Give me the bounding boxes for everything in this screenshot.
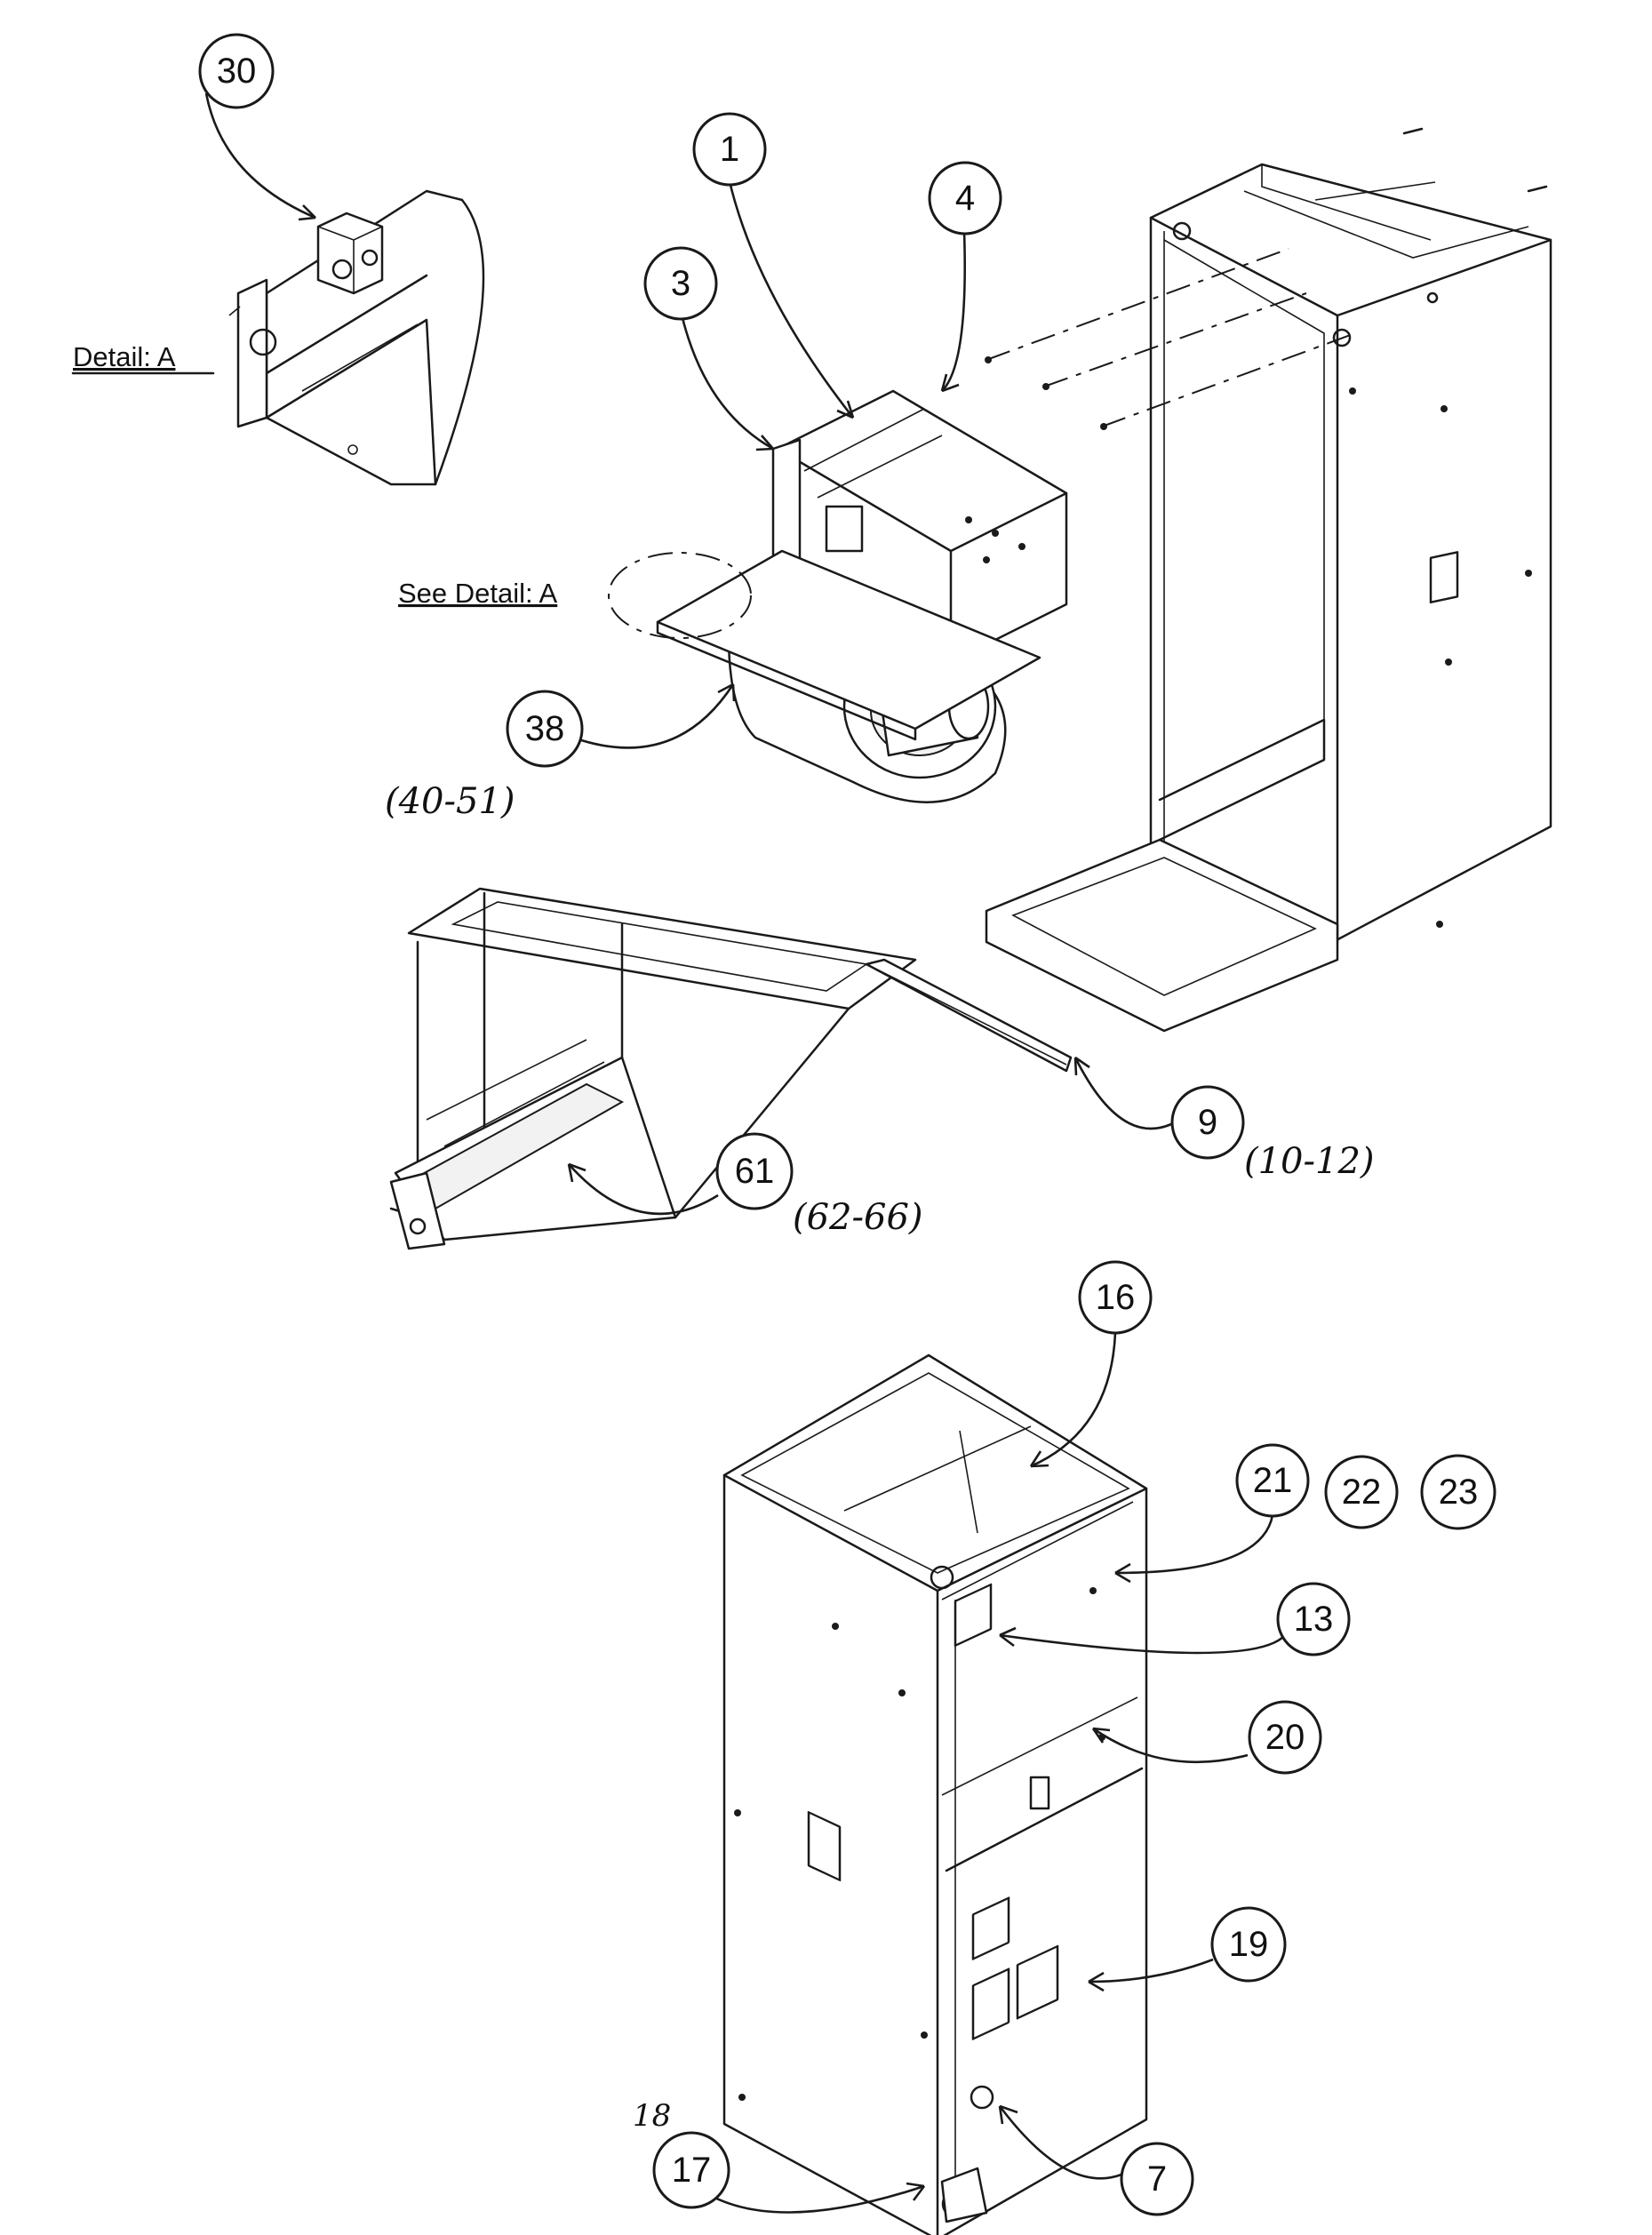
svg-text:23: 23 <box>1439 1473 1479 1512</box>
svg-text:7: 7 <box>1147 2159 1167 2199</box>
callout-21: 21 <box>1235 1443 1310 1518</box>
screw-lines <box>985 127 1548 430</box>
svg-text:4: 4 <box>955 179 975 218</box>
svg-text:20: 20 <box>1265 1718 1305 1757</box>
callout-30: 30 <box>198 33 275 109</box>
callout-1: 1 <box>692 112 767 187</box>
detail-a-label: Detail: A <box>73 341 176 372</box>
svg-text:30: 30 <box>217 52 257 91</box>
coil-assembly <box>389 887 917 1250</box>
callout-38: 38 <box>506 690 584 768</box>
range-label-61: (62-66) <box>793 1197 923 1238</box>
callout-23: 23 <box>1420 1454 1496 1530</box>
note-label-18: 18 <box>633 2098 671 2134</box>
detail-a-view <box>228 189 485 486</box>
cabinet-upper-view <box>985 163 1552 1033</box>
svg-text:9: 9 <box>1198 1103 1217 1142</box>
callout-3: 3 <box>643 246 718 321</box>
svg-text:61: 61 <box>735 1152 775 1191</box>
svg-text:17: 17 <box>672 2151 712 2190</box>
callout-16: 16 <box>1078 1260 1153 1335</box>
callout-19: 19 <box>1210 1906 1287 1983</box>
svg-text:21: 21 <box>1253 1461 1293 1500</box>
callout-22: 22 <box>1324 1455 1399 1529</box>
svg-text:22: 22 <box>1342 1473 1382 1512</box>
callout-4: 4 <box>928 161 1002 235</box>
svg-text:13: 13 <box>1294 1600 1334 1639</box>
cabinet-assembled-view <box>722 1353 1148 2235</box>
range-label-9: (10-12) <box>1244 1141 1375 1182</box>
callout-20: 20 <box>1248 1700 1322 1775</box>
see-detail-a-label: See Detail: A <box>398 578 558 609</box>
svg-text:16: 16 <box>1096 1278 1136 1317</box>
rail-part <box>865 958 1073 1073</box>
leader-lines <box>204 92 1286 2214</box>
blower-assembly <box>608 389 1068 803</box>
callout-13: 13 <box>1276 1582 1351 1656</box>
svg-text:38: 38 <box>525 709 565 748</box>
svg-text:1: 1 <box>720 130 739 169</box>
callout-17: 17 <box>652 2131 730 2209</box>
callout-7: 7 <box>1120 2142 1194 2216</box>
callout-9: 9 <box>1170 1085 1245 1160</box>
svg-text:19: 19 <box>1229 1925 1269 1964</box>
range-label-38: (40-51) <box>385 781 515 822</box>
svg-text:3: 3 <box>671 264 690 303</box>
callout-61: 61 <box>715 1132 794 1210</box>
